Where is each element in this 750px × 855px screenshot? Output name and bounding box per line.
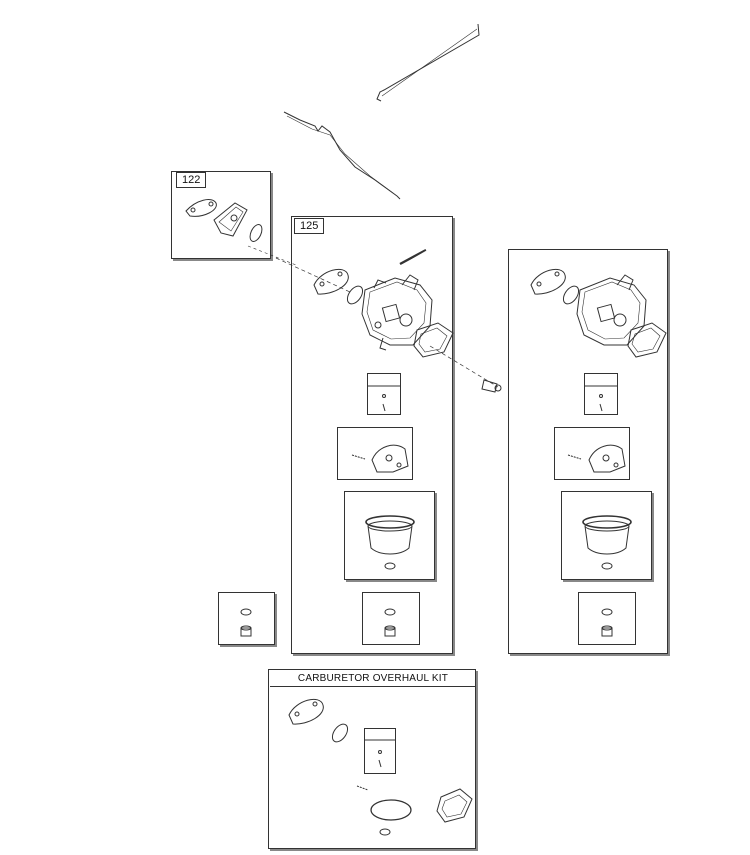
main-needle-packet bbox=[367, 385, 401, 412]
throttle-link-rod bbox=[376, 23, 480, 102]
alt-carburetor-frame bbox=[508, 249, 668, 654]
alt-float-bowl bbox=[582, 515, 632, 570]
assembly-centerline bbox=[275, 257, 499, 388]
callout-frame-125 bbox=[291, 216, 453, 654]
alt-needle-packet bbox=[584, 385, 618, 412]
callout-frame-122 bbox=[171, 171, 271, 259]
main-float-bowl bbox=[365, 515, 415, 570]
callout-label-125: 125 bbox=[294, 218, 325, 234]
bowl-box bbox=[344, 491, 435, 580]
alt-float-box bbox=[554, 427, 630, 480]
float-box bbox=[337, 427, 413, 480]
needle-packet-box bbox=[367, 373, 401, 415]
alt-fitting-box bbox=[578, 592, 636, 645]
kit-needle-packet-box bbox=[364, 728, 396, 774]
alt-bowl-box bbox=[561, 491, 652, 580]
fitting-frame-left bbox=[218, 592, 275, 645]
alt-fitting bbox=[601, 608, 613, 637]
kit-title: CARBURETOR OVERHAUL KIT bbox=[270, 671, 476, 687]
main-float bbox=[351, 444, 409, 473]
alt-carburetor-parts bbox=[530, 268, 667, 358]
callout-122-parts bbox=[185, 199, 297, 266]
fitting-box-center bbox=[362, 592, 420, 645]
main-carburetor-parts bbox=[313, 248, 502, 393]
main-fitting bbox=[384, 608, 396, 637]
callout-label-122: 122 bbox=[176, 172, 207, 188]
kit-frame bbox=[268, 669, 476, 849]
alt-needle-packet-box bbox=[584, 373, 618, 415]
alt-float bbox=[567, 444, 626, 473]
choke-link-rod bbox=[283, 111, 401, 200]
left-fitting bbox=[240, 608, 252, 637]
kit-parts bbox=[288, 698, 473, 836]
